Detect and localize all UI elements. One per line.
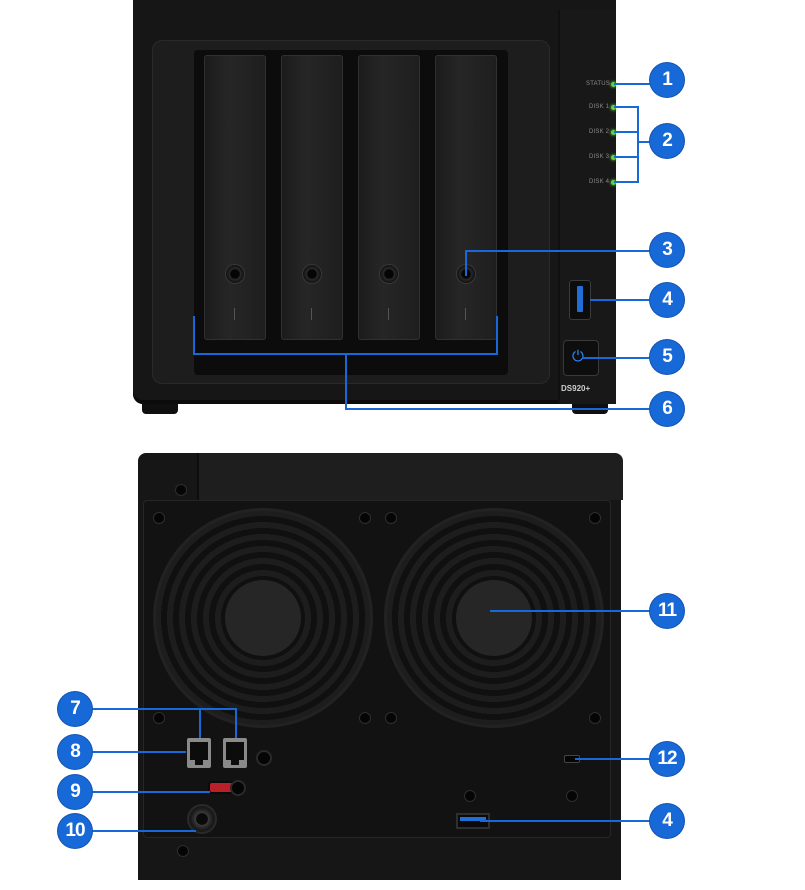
- fan-screw: [154, 713, 164, 723]
- power-icon: ⏻: [572, 348, 584, 365]
- leader-line-3: [465, 250, 652, 276]
- fan-screw: [386, 513, 396, 523]
- lan-port-1: [187, 738, 211, 768]
- status-led: [611, 82, 616, 87]
- callout-badge-7: 7: [58, 692, 92, 726]
- callout-badge-9: 9: [58, 775, 92, 809]
- callout-badge-6: 6: [650, 392, 684, 426]
- rear-screw: [178, 846, 188, 856]
- callout-badge-11: 11: [650, 594, 684, 628]
- model-label: DS920+: [561, 384, 591, 393]
- fan-screw: [590, 513, 600, 523]
- tray-lock-knob: [226, 265, 244, 283]
- callout-badge-5: 5: [650, 340, 684, 374]
- front-foot-left: [142, 404, 178, 414]
- fan-screw: [154, 513, 164, 523]
- leader-line-2: [614, 106, 639, 183]
- rear-screw: [465, 791, 475, 801]
- dc-power-port: [189, 806, 215, 832]
- disk-3-led: [611, 155, 616, 160]
- callout-badge-3: 3: [650, 233, 684, 267]
- cooling-fan-left: [153, 508, 373, 728]
- led-label-disk-3: DISK 3: [589, 154, 610, 160]
- fan-screw: [360, 513, 370, 523]
- lan-port-2: [223, 738, 247, 768]
- disk-4-led: [611, 180, 616, 185]
- led-label-disk-1: DISK 1: [589, 104, 610, 110]
- tray-lock-knob: [303, 265, 321, 283]
- leader-line-6: [193, 316, 498, 355]
- callout-badge-4-rear: 4: [650, 804, 684, 838]
- callout-badge-8: 8: [58, 735, 92, 769]
- rear-top-cover: [197, 453, 623, 500]
- callout-badge-1: 1: [650, 63, 684, 97]
- leader-line-7: [90, 708, 237, 738]
- kensington-security-slot: [565, 756, 579, 762]
- tray-lock-knob: [380, 265, 398, 283]
- disk-2-led: [611, 130, 616, 135]
- rear-usb-port: [458, 815, 488, 827]
- led-label-status: STATUS: [586, 81, 610, 87]
- drive-tray-1: [204, 55, 266, 340]
- drive-tray-3: [358, 55, 420, 340]
- callout-badge-12: 12: [650, 742, 684, 776]
- front-control-strip: [558, 10, 616, 404]
- callout-badge-10: 10: [58, 814, 92, 848]
- fan-screw: [386, 713, 396, 723]
- cooling-fan-right: [384, 508, 604, 728]
- callout-badge-2: 2: [650, 124, 684, 158]
- callout-badge-4-front: 4: [650, 283, 684, 317]
- front-usb-port: [569, 280, 591, 320]
- reset-button-hole: [258, 752, 270, 764]
- rear-screw: [176, 485, 186, 495]
- led-label-disk-4: DISK 4: [589, 179, 610, 185]
- esata-port: [210, 783, 238, 792]
- led-label-disk-2: DISK 2: [589, 129, 610, 135]
- drive-tray-2: [281, 55, 343, 340]
- drive-tray-4: [435, 55, 497, 340]
- disk-1-led: [611, 105, 616, 110]
- fan-screw: [590, 713, 600, 723]
- fan-screw: [360, 713, 370, 723]
- port-hole: [232, 782, 244, 794]
- rear-screw: [567, 791, 577, 801]
